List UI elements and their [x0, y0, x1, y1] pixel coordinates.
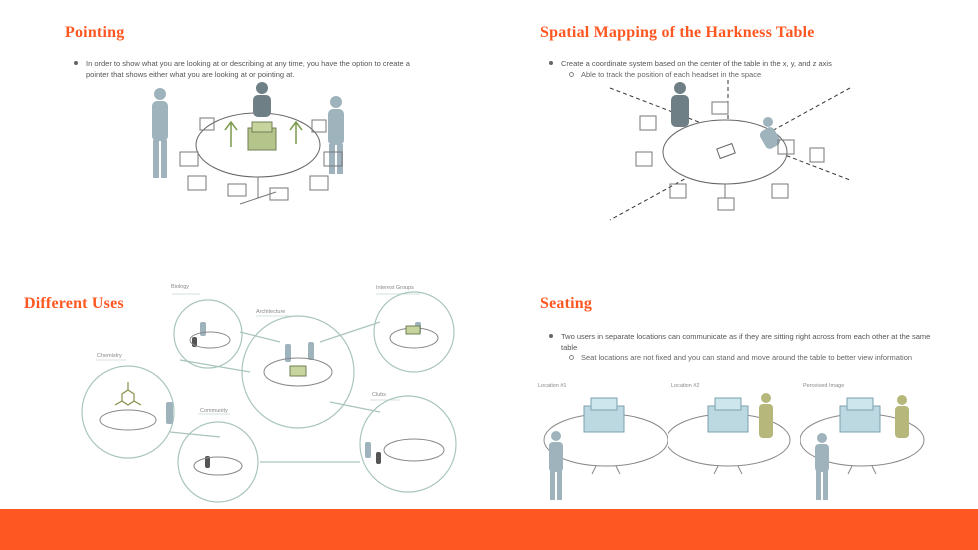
- pointing-title: Pointing: [65, 24, 125, 41]
- label-location-2: Location #2: [671, 383, 700, 389]
- person-location-2: [759, 393, 773, 438]
- person-location-1: [549, 431, 563, 500]
- headset-user-left: [671, 82, 689, 127]
- seating-panel-2: [668, 393, 791, 475]
- label-interest-groups: Interest Groups: [376, 285, 414, 291]
- molecule-model: [114, 382, 142, 406]
- uses-title: Different Uses: [24, 295, 124, 312]
- sub-bullet-ring: [569, 355, 574, 360]
- label-chemistry: Chemistry: [97, 353, 122, 359]
- label-biology: Biology: [171, 284, 190, 290]
- seating-bullet-text: Two users in separate locations can comm…: [561, 332, 931, 352]
- footer-bar: [0, 509, 978, 550]
- label-location-1: Location #1: [538, 383, 567, 389]
- pointing-illustration: [152, 82, 344, 205]
- seating-panel-1: [543, 397, 668, 500]
- uses-illustration: [81, 291, 457, 503]
- pointing-bullet-text: In order to show what you are looking at…: [86, 59, 410, 79]
- label-architecture: Architecture: [256, 309, 286, 315]
- label-perceived-image: Perceived Image: [803, 383, 845, 389]
- spatial-bullet: Create a coordinate system based on the …: [549, 58, 941, 69]
- spatial-bullet-text: Create a coordinate system based on the …: [561, 59, 832, 68]
- label-clubs: Clubs: [372, 392, 387, 398]
- sub-bullet-ring: [569, 72, 574, 77]
- bullet-dot: [74, 61, 78, 65]
- headset-user-right: [759, 117, 781, 149]
- spatial-sub-text: Able to track the position of each heads…: [581, 70, 762, 79]
- person-center: [253, 82, 271, 117]
- seating-sub: Seat locations are not fixed and you can…: [569, 352, 921, 363]
- seating-panel-3: [800, 395, 925, 500]
- perceived-local-person: [815, 433, 829, 500]
- spatial-sub: Able to track the position of each heads…: [569, 69, 941, 80]
- spatial-illustration: [609, 80, 851, 221]
- seating-sub-text: Seat locations are not fixed and you can…: [581, 353, 913, 362]
- label-community: Community: [200, 408, 228, 414]
- seating-bullet: Two users in separate locations can comm…: [549, 331, 931, 353]
- perceived-remote-person: [895, 395, 909, 438]
- pointing-bullet: In order to show what you are looking at…: [74, 58, 431, 80]
- person-left: [152, 88, 168, 178]
- seating-title: Seating: [540, 295, 593, 312]
- person-right: [328, 96, 344, 174]
- bullet-dot: [549, 334, 553, 338]
- spatial-title: Spatial Mapping of the Harkness Table: [540, 24, 815, 41]
- bullet-dot: [549, 61, 553, 65]
